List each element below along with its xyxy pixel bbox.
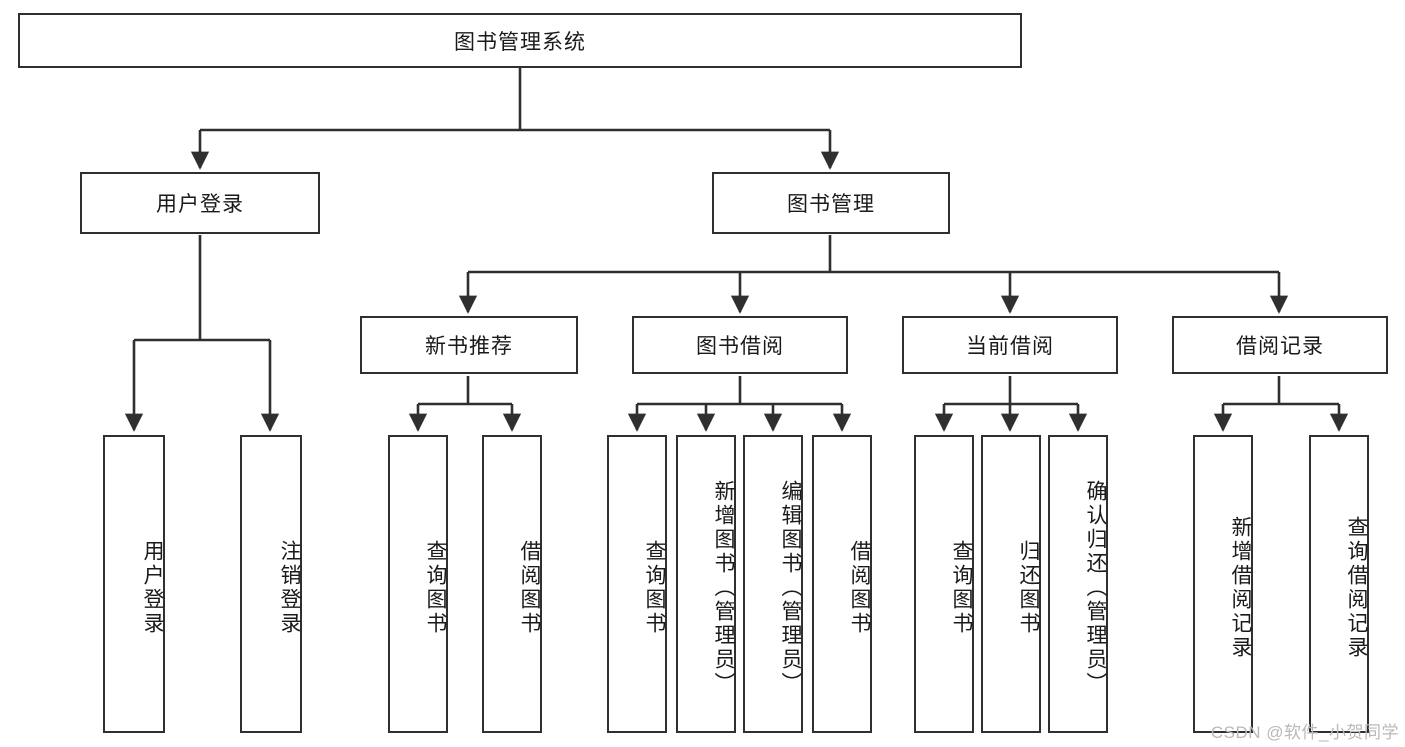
watermark-text: CSDN @软件_小贺同学 bbox=[1210, 723, 1399, 742]
node-book-borrow[interactable]: 图书借阅 bbox=[632, 316, 848, 374]
leaf-recommend-borrow-book[interactable]: 借阅图书 bbox=[482, 435, 542, 733]
node-label: 图书借阅 bbox=[696, 335, 784, 358]
leaf-record-query-record[interactable]: 查询借阅记录 bbox=[1309, 435, 1369, 733]
node-label: 借阅图书 bbox=[518, 540, 541, 636]
leaf-record-add-record[interactable]: 新增借阅记录 bbox=[1193, 435, 1253, 733]
node-current-borrow[interactable]: 当前借阅 bbox=[902, 316, 1118, 374]
leaf-user-login-logout[interactable]: 注销登录 bbox=[240, 435, 302, 733]
leaf-recommend-query-book[interactable]: 查询图书 bbox=[388, 435, 448, 733]
node-label: 确认归还（管理员） bbox=[1084, 480, 1107, 696]
node-label: 归还图书 bbox=[1017, 540, 1040, 636]
leaf-borrow-query-book[interactable]: 查询图书 bbox=[607, 435, 667, 733]
node-label: 用户登录 bbox=[156, 193, 244, 216]
node-label: 借阅记录 bbox=[1236, 335, 1324, 358]
leaf-current-query-book[interactable]: 查询图书 bbox=[914, 435, 974, 733]
node-label: 查询图书 bbox=[643, 540, 666, 636]
node-label: 查询图书 bbox=[424, 540, 447, 636]
node-root-system[interactable]: 图书管理系统 bbox=[18, 13, 1022, 68]
node-label: 新增图书（管理员） bbox=[712, 480, 735, 696]
node-label: 借阅图书 bbox=[848, 540, 871, 636]
node-user-login[interactable]: 用户登录 bbox=[80, 172, 320, 234]
node-borrow-record[interactable]: 借阅记录 bbox=[1172, 316, 1388, 374]
node-label: 当前借阅 bbox=[966, 335, 1054, 358]
node-label: 新增借阅记录 bbox=[1229, 516, 1252, 660]
leaf-current-confirm-return-admin[interactable]: 确认归还（管理员） bbox=[1048, 435, 1108, 733]
leaf-borrow-borrow-book[interactable]: 借阅图书 bbox=[812, 435, 872, 733]
node-label: 用户登录 bbox=[141, 540, 164, 636]
node-label: 查询借阅记录 bbox=[1345, 516, 1368, 660]
node-label: 查询图书 bbox=[950, 540, 973, 636]
node-label: 编辑图书（管理员） bbox=[779, 480, 802, 696]
node-book-management[interactable]: 图书管理 bbox=[712, 172, 950, 234]
node-new-book-recommend[interactable]: 新书推荐 bbox=[360, 316, 578, 374]
leaf-borrow-add-book-admin[interactable]: 新增图书（管理员） bbox=[676, 435, 736, 733]
node-label: 新书推荐 bbox=[425, 335, 513, 358]
leaf-current-return-book[interactable]: 归还图书 bbox=[981, 435, 1041, 733]
node-label: 图书管理系统 bbox=[454, 30, 586, 54]
leaf-borrow-edit-book-admin[interactable]: 编辑图书（管理员） bbox=[743, 435, 803, 733]
node-label: 图书管理 bbox=[787, 193, 875, 216]
node-label: 注销登录 bbox=[278, 540, 301, 636]
leaf-user-login-login[interactable]: 用户登录 bbox=[103, 435, 165, 733]
